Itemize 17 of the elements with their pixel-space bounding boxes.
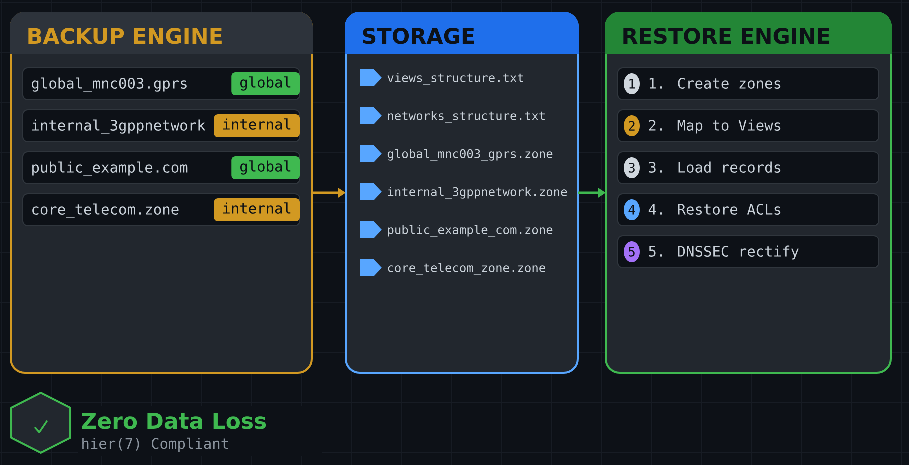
step-number: 4	[624, 200, 640, 220]
subtitle: hier(7) Compliant	[82, 438, 228, 452]
tag: global	[232, 72, 300, 96]
step-number: 3	[624, 158, 640, 178]
file-name: public_example_com.zone	[388, 225, 553, 238]
heading: Zero Data Loss	[82, 412, 266, 430]
file-name: internal_3gppnetwork.zone	[388, 187, 568, 200]
file-name: global_mnc003_gprs.zone	[388, 149, 553, 162]
step-number: 5	[624, 242, 640, 262]
tag: global	[232, 156, 300, 180]
tag: internal	[214, 114, 300, 138]
file-name: networks_structure.txt	[388, 111, 545, 124]
step-number: 1	[624, 74, 640, 94]
file-name: views_structure.txt	[388, 73, 524, 86]
step-number: 2	[624, 116, 640, 136]
file-name: core_telecom_zone.zone	[388, 263, 546, 276]
tag: internal	[214, 198, 300, 222]
